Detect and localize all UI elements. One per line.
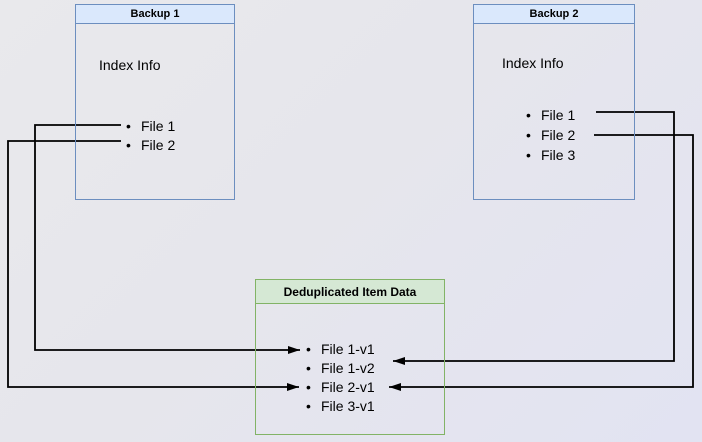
dedup-file-item: File 1-v1 [306, 340, 375, 359]
backup1-file-list: File 1 File 2 [126, 117, 175, 155]
dedup-file-item: File 1-v2 [306, 359, 375, 378]
dedup-title: Deduplicated Item Data [256, 280, 444, 304]
dedup-file-item: File 3-v1 [306, 397, 375, 416]
backup2-file-item: File 3 [526, 145, 575, 165]
backup1-file-item: File 1 [126, 117, 175, 136]
backup2-box: Backup 2 Index Info File 1 File 2 File 3 [473, 4, 635, 200]
backup2-title: Backup 2 [474, 5, 634, 24]
dedup-file-list: File 1-v1 File 1-v2 File 2-v1 File 3-v1 [306, 340, 375, 416]
backup2-file-list: File 1 File 2 File 3 [526, 105, 575, 165]
backup1-title: Backup 1 [76, 5, 234, 24]
backup1-index-info-label: Index Info [99, 57, 161, 73]
backup2-file-item: File 1 [526, 105, 575, 125]
dedup-file-item: File 2-v1 [306, 378, 375, 397]
backup1-file-item: File 2 [126, 136, 175, 155]
backup2-file-item: File 2 [526, 125, 575, 145]
backup2-index-info-label: Index Info [502, 55, 564, 71]
backup1-box: Backup 1 Index Info File 1 File 2 [75, 4, 235, 200]
dedup-box: Deduplicated Item Data File 1-v1 File 1-… [255, 279, 445, 435]
